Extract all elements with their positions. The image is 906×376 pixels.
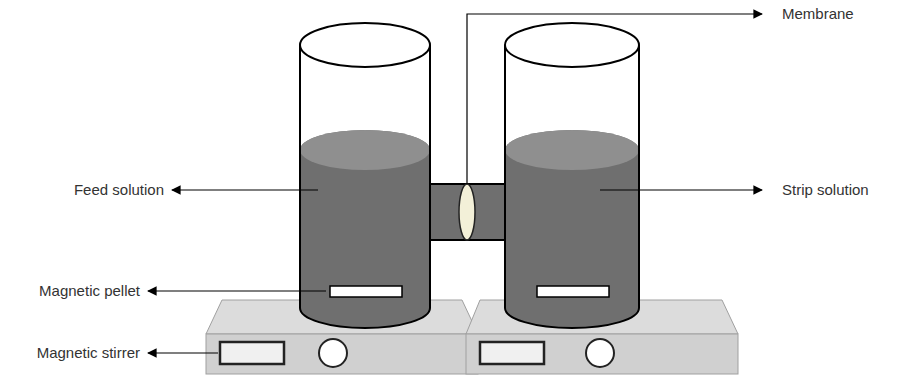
leader-lines	[148, 14, 762, 353]
callout-label: Magnetic pellet	[39, 282, 140, 300]
membrane-disc	[459, 184, 475, 240]
magnetic-pellet	[537, 286, 609, 297]
callout-label: Membrane	[782, 5, 854, 23]
connecting-tube	[425, 184, 509, 240]
magnetic-pellet	[330, 286, 402, 297]
strip-beaker	[505, 23, 639, 328]
callout-label: Feed solution	[74, 181, 164, 199]
feed-beaker	[300, 23, 430, 328]
callout-label: Strip solution	[782, 181, 869, 199]
callout-label: Magnetic stirrer	[37, 344, 140, 362]
